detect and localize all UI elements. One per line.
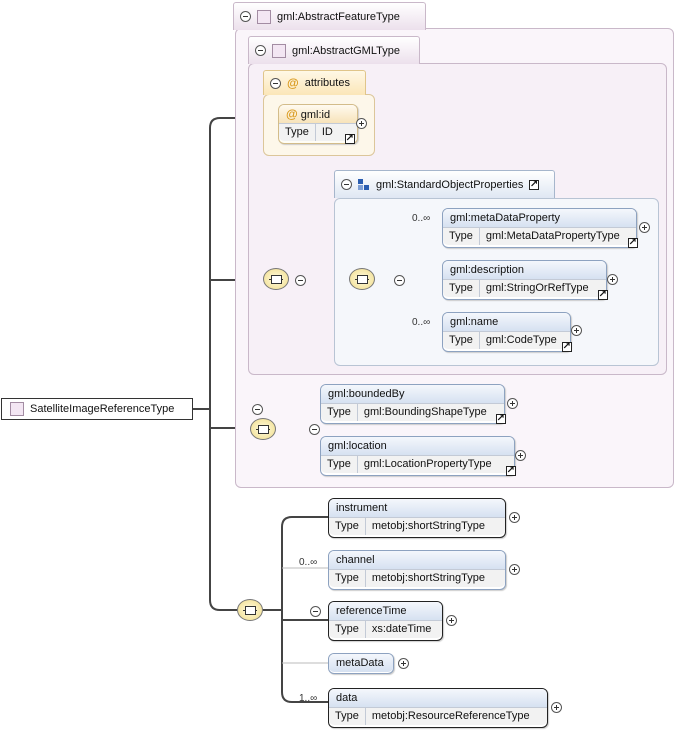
abstract-gml-type-tab[interactable]: gml:AbstractGMLType (248, 36, 420, 64)
plus-circle-icon[interactable] (607, 274, 618, 285)
plus-circle-icon[interactable] (398, 658, 409, 669)
occurrence-label: 0..∞ (412, 317, 431, 328)
root-complex-type[interactable]: SatelliteImageReferenceType (1, 398, 193, 420)
minus-circle-icon[interactable] (270, 77, 281, 89)
minus-circle-icon[interactable] (309, 424, 321, 435)
root-label: SatelliteImageReferenceType (30, 403, 175, 415)
type-link-arrow-icon[interactable] (345, 132, 355, 146)
type-link-arrow-icon[interactable] (562, 340, 572, 354)
occurrence-label: 0..∞ (412, 213, 431, 224)
sequence-compositor-icon[interactable] (250, 418, 276, 440)
sequence-compositor-icon[interactable] (349, 268, 375, 290)
group-blocks-icon (358, 178, 370, 191)
minus-circle-icon[interactable] (295, 275, 306, 286)
sequence-compositor-icon[interactable] (237, 599, 263, 621)
minus-circle-icon[interactable] (310, 606, 322, 617)
plus-circle-icon[interactable] (551, 702, 562, 713)
type-link-arrow-icon[interactable] (628, 236, 638, 250)
plus-circle-icon[interactable] (509, 512, 520, 523)
minus-circle-icon[interactable] (341, 179, 352, 190)
type-link-arrow-icon[interactable] (529, 178, 540, 192)
plus-circle-icon[interactable] (639, 222, 650, 233)
minus-circle-icon[interactable] (240, 11, 251, 22)
minus-circle-icon[interactable] (252, 404, 264, 415)
standard-object-properties-tab[interactable]: gml:StandardObjectProperties (334, 170, 555, 198)
attribute-name: gml:id (300, 109, 331, 121)
plus-circle-icon[interactable] (356, 118, 367, 129)
occurrence-label: 0..∞ (299, 557, 318, 568)
abstract-feature-type-label: gml:AbstractFeatureType (277, 10, 400, 23)
minus-circle-icon[interactable] (255, 45, 266, 56)
plus-circle-icon[interactable] (509, 564, 520, 575)
element-metadata[interactable]: metaData (328, 653, 394, 674)
plus-circle-icon[interactable] (571, 325, 582, 336)
plus-circle-icon[interactable] (515, 450, 526, 461)
occurrence-label: 1..∞ (299, 693, 318, 704)
type-link-arrow-icon[interactable] (506, 464, 516, 478)
complex-type-square-icon (10, 402, 24, 416)
sequence-compositor-icon[interactable] (263, 268, 289, 290)
attributes-label: attributes (304, 77, 350, 89)
complex-type-square-icon (272, 43, 286, 58)
attribute-at-icon: @ (286, 107, 298, 121)
complex-type-square-icon (257, 9, 271, 24)
type-link-arrow-icon[interactable] (496, 412, 506, 426)
abstract-gml-type-label: gml:AbstractGMLType (292, 44, 400, 57)
type-link-arrow-icon[interactable] (598, 288, 608, 302)
minus-circle-icon[interactable] (394, 275, 406, 286)
attributes-tab[interactable]: @ attributes (263, 70, 366, 95)
plus-circle-icon[interactable] (507, 398, 518, 409)
attribute-at-icon: @ (287, 76, 299, 90)
standard-object-properties-label: gml:StandardObjectProperties (376, 178, 524, 191)
plus-circle-icon[interactable] (446, 615, 457, 626)
abstract-feature-type-tab[interactable]: gml:AbstractFeatureType (233, 2, 426, 30)
